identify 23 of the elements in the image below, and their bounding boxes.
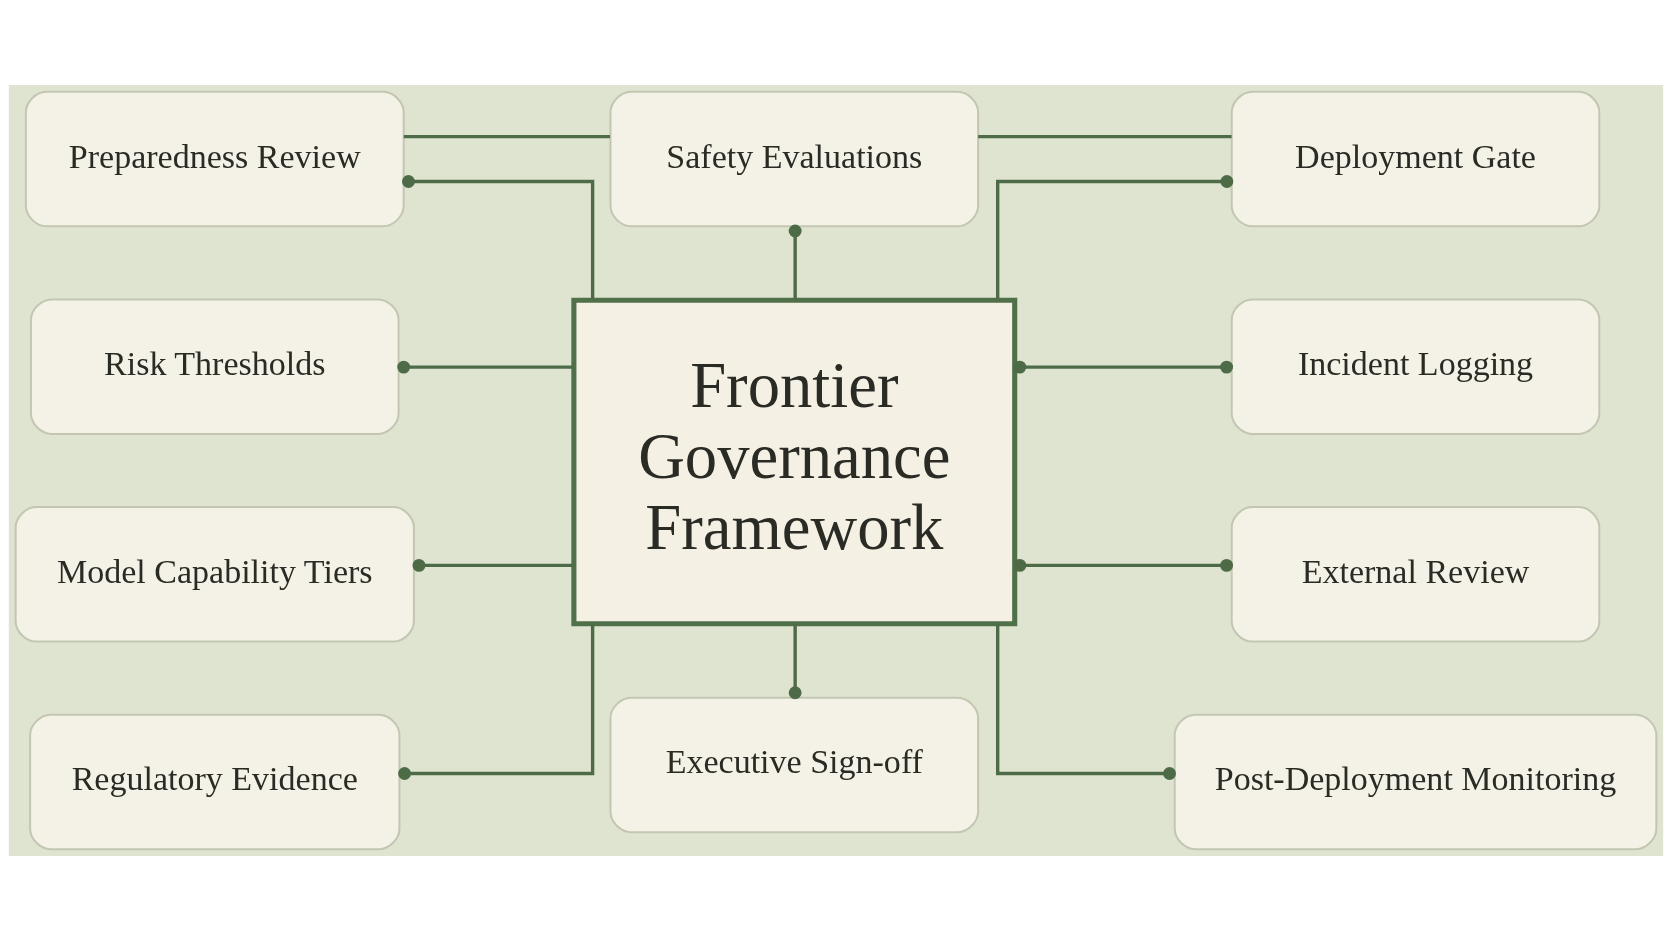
node-box: Post-Deployment Monitoring — [1173, 713, 1658, 851]
connector — [397, 360, 574, 374]
connector — [412, 558, 574, 572]
node-box: Incident Logging — [1230, 298, 1601, 435]
connector — [788, 624, 802, 700]
node-box: Safety Evaluations — [609, 90, 980, 228]
connector — [788, 224, 802, 301]
node-box: Model Capability Tiers — [14, 506, 415, 643]
connector — [402, 175, 595, 300]
node-box: Regulatory Evidence — [29, 713, 401, 851]
connector — [996, 175, 1234, 300]
node-box: Frontier Governance Framework — [571, 297, 1018, 627]
connector — [403, 134, 611, 139]
connector — [996, 624, 1176, 780]
node-box: Preparedness Review — [24, 90, 405, 228]
connector — [398, 624, 595, 780]
node-box: Deployment Gate — [1230, 90, 1601, 228]
node-box: Risk Thresholds — [29, 298, 400, 435]
connector — [1013, 558, 1234, 572]
node-box: Executive Sign-off — [609, 696, 980, 834]
connector — [978, 134, 1232, 139]
connector — [1013, 360, 1234, 374]
node-box: External Review — [1230, 506, 1601, 643]
